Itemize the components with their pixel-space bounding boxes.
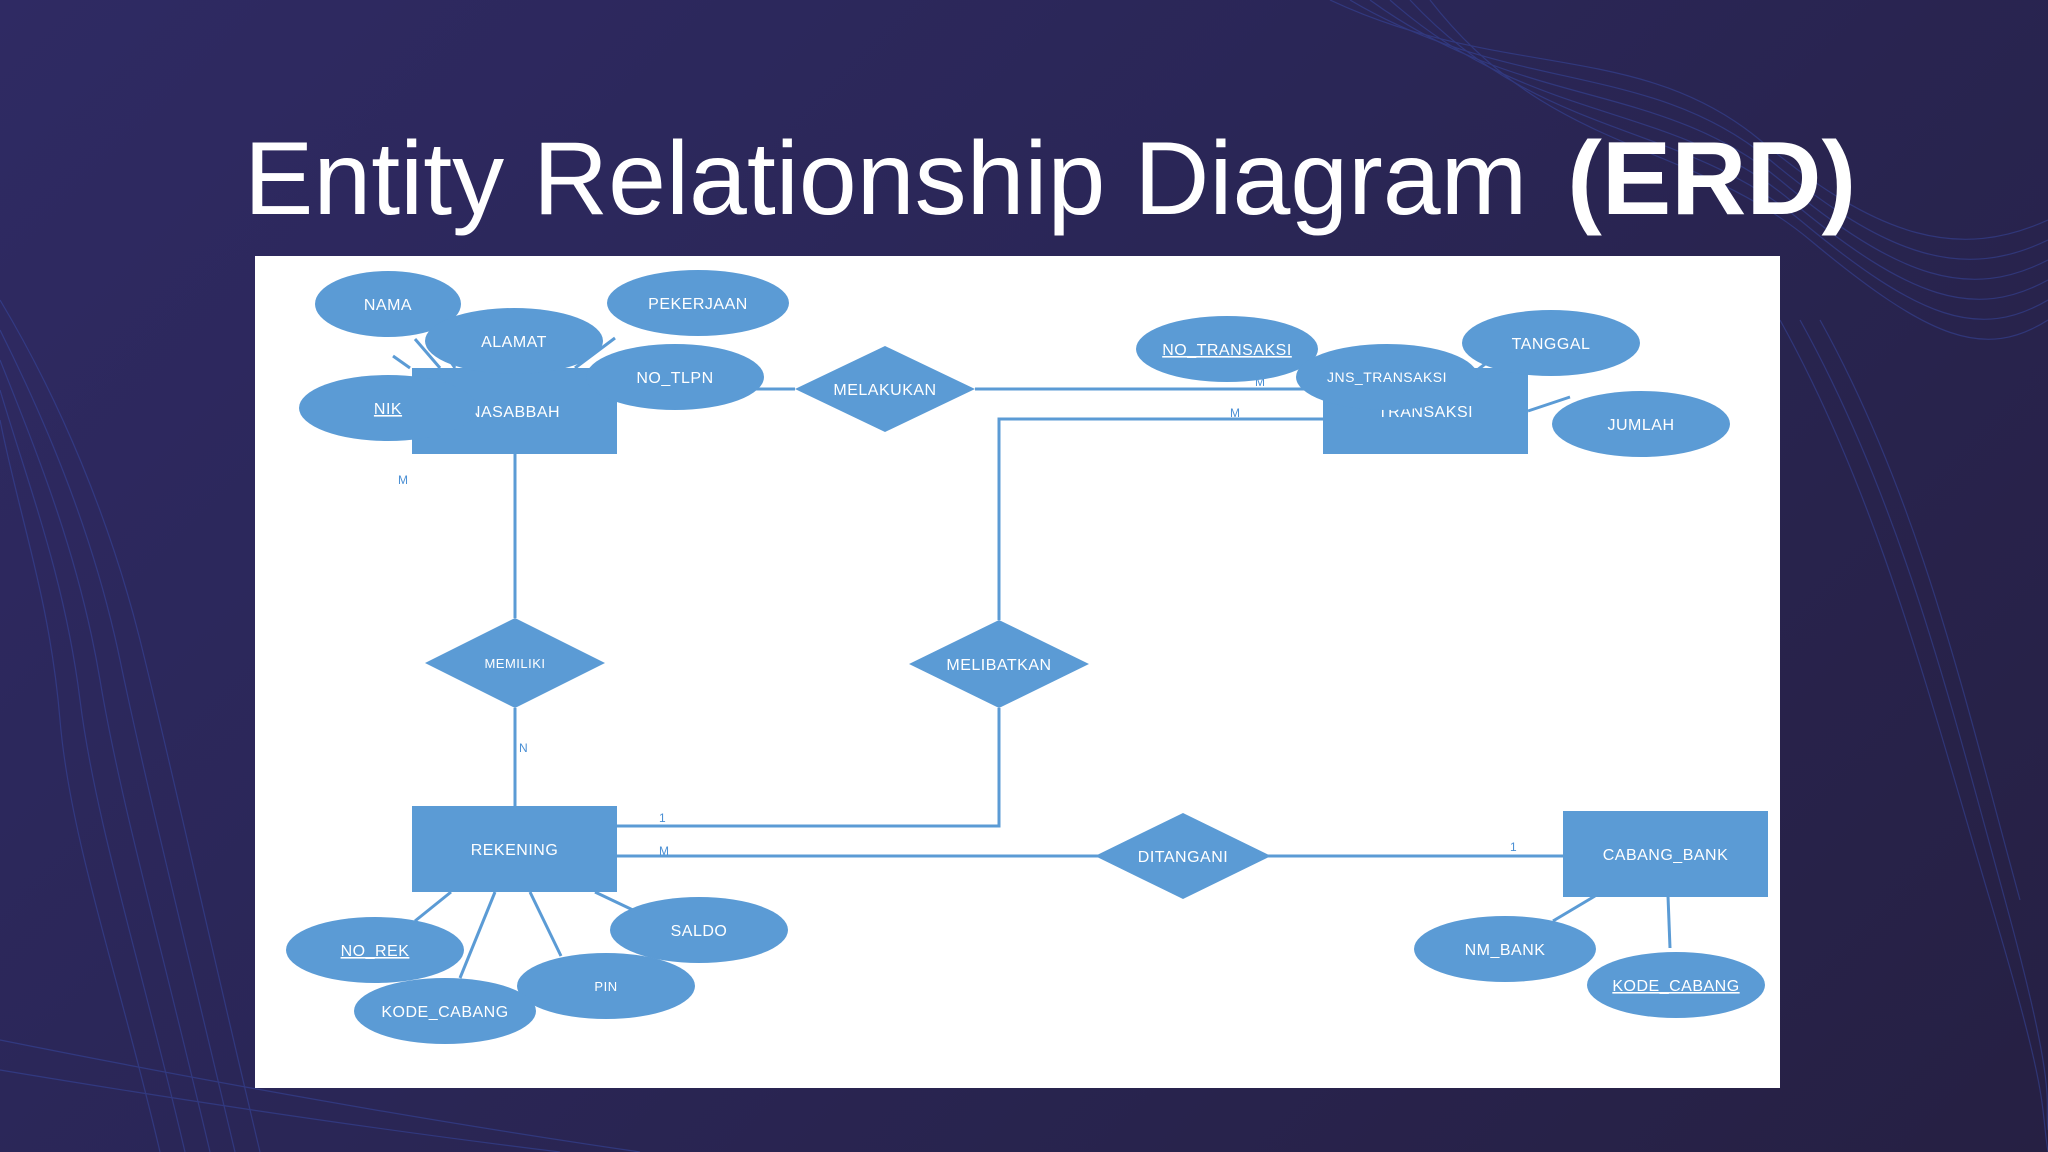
attribute-kode-cabang-label: KODE_CABANG (381, 1004, 508, 1021)
attribute-pekerjaan: PEKERJAAN (607, 270, 789, 336)
attribute-jumlah: JUMLAH (1552, 391, 1730, 457)
entity-cabang-bank: CABANG_BANK (1563, 811, 1768, 897)
card-memiliki-rekening: N (519, 741, 528, 755)
link-saldo (594, 890, 636, 913)
attribute-kode-cabang-bank: KODE_CABANG (1587, 952, 1765, 1018)
card-melakukan-transaksi: M (1255, 375, 1265, 389)
attribute-alamat: ALAMAT (425, 308, 603, 374)
attribute-nik-label: NIK (374, 401, 402, 418)
attribute-nama-label: NAMA (364, 297, 412, 314)
attribute-saldo-label: SALDO (671, 923, 728, 940)
relationships: MELAKUKAN MEMILIKI MELIBATKAN DITANGANI (425, 346, 1271, 899)
relationship-memiliki: MEMILIKI (425, 618, 605, 708)
relationship-melibatkan-label: MELIBATKAN (946, 657, 1051, 674)
attribute-pin: PIN (517, 953, 695, 1019)
attribute-no-transaksi: NO_TRANSAKSI (1136, 316, 1318, 382)
title-acronym: (ERD) (1567, 121, 1857, 237)
attribute-jumlah-label: JUMLAH (1607, 417, 1674, 434)
relationship-melakukan: MELAKUKAN (795, 346, 975, 432)
relationship-melakukan-label: MELAKUKAN (833, 382, 936, 399)
attributes: NAMA PEKERJAAN ALAMAT NO_TLPN NIK NO_T (286, 270, 1765, 1044)
attribute-pin-label: PIN (594, 979, 617, 994)
attribute-nik: NIK (299, 375, 477, 441)
title-main: Entity Relationship Diagram (244, 121, 1528, 237)
erd-diagram: M 1 M M N 1 M 1 NASABBAH TRANSAKSI REKEN… (255, 256, 1780, 1088)
entities: NASABBAH TRANSAKSI REKENING CABANG_BANK (412, 368, 1768, 897)
link-nama (413, 338, 442, 369)
attribute-jns-transaksi: JNS_TRANSAKSI (1296, 344, 1478, 410)
attribute-tanggal: TANGGAL (1462, 310, 1640, 376)
relationship-melibatkan: MELIBATKAN (909, 620, 1089, 708)
attribute-tanggal-label: TANGGAL (1512, 336, 1591, 353)
attribute-no-rek-label: NO_REK (341, 943, 410, 960)
attribute-kode-cabang: KODE_CABANG (354, 978, 536, 1044)
card-nasabah-memiliki: M (398, 473, 408, 487)
entity-nasabah-label: NASABBAH (469, 404, 560, 421)
entity-rekening-label: REKENING (471, 842, 559, 859)
attribute-no-transaksi-label: NO_TRANSAKSI (1162, 342, 1292, 359)
link-transaksi-melibatkan (997, 417, 1323, 620)
relationship-memiliki-label: MEMILIKI (484, 656, 545, 671)
attribute-no-tlpn-label: NO_TLPN (636, 370, 713, 387)
attribute-nm-bank-label: NM_BANK (1465, 942, 1546, 959)
relationship-ditangani-label: DITANGANI (1138, 849, 1228, 866)
attribute-no-rek: NO_REK (286, 917, 464, 983)
card-transaksi-melibatkan: M (1230, 406, 1240, 420)
link-kode-cabang-2 (1666, 895, 1672, 949)
entity-cabang-bank-label: CABANG_BANK (1603, 847, 1729, 864)
card-rekening-melibatkan: 1 (659, 811, 666, 825)
erd-canvas: M 1 M M N 1 M 1 NASABBAH TRANSAKSI REKEN… (286, 270, 1768, 1044)
attribute-nm-bank: NM_BANK (1414, 916, 1596, 982)
link-no-rek (414, 890, 452, 923)
link-nm-bank (1552, 894, 1596, 923)
card-rekening-ditangani: M (659, 844, 669, 858)
link-melibatkan-rekening (617, 708, 1001, 828)
attribute-nama: NAMA (315, 271, 461, 337)
link-jumlah (1527, 395, 1571, 413)
attribute-saldo: SALDO (610, 897, 788, 963)
attribute-kode-cabang-bank-label: KODE_CABANG (1612, 978, 1739, 995)
slide-title: Entity Relationship Diagram (ERD) (244, 122, 1856, 236)
attribute-pekerjaan-label: PEKERJAAN (648, 296, 748, 313)
link-pin (528, 891, 563, 957)
card-ditangani-cabang: 1 (1510, 840, 1517, 854)
attribute-jns-transaksi-label: JNS_TRANSAKSI (1327, 369, 1447, 385)
attribute-alamat-label: ALAMAT (481, 334, 547, 351)
entity-rekening: REKENING (412, 806, 617, 892)
attribute-no-tlpn: NO_TLPN (586, 344, 764, 410)
link-nik (392, 354, 411, 370)
relationship-ditangani: DITANGANI (1095, 813, 1271, 899)
link-kode-cabang (458, 891, 497, 979)
